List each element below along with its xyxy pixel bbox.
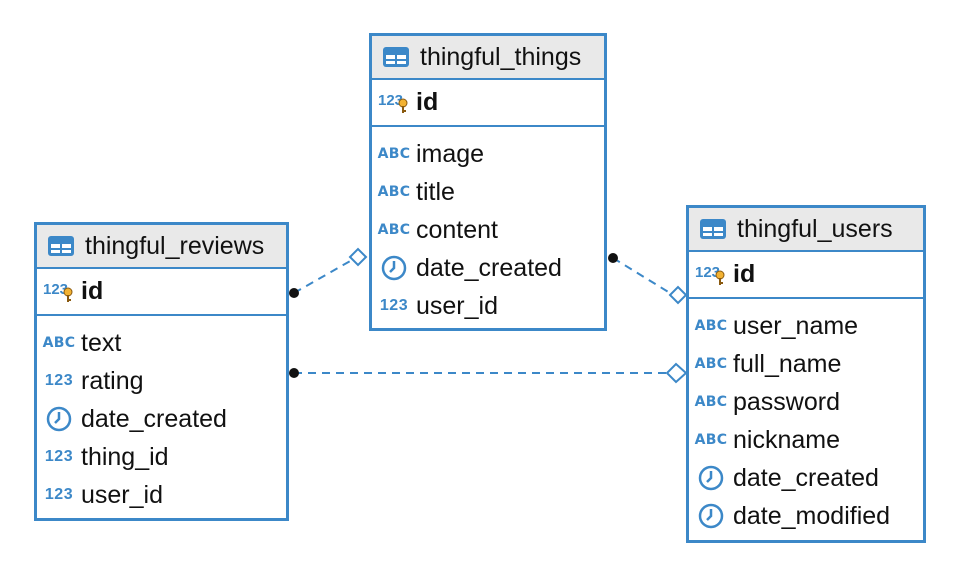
text-type-icon: ABC [42, 335, 76, 351]
table-header[interactable]: thingful_users [689, 208, 923, 252]
primary-key-icon: 123 [695, 263, 727, 287]
column-row[interactable]: ABC text [37, 324, 286, 362]
link-source-dot [289, 288, 299, 298]
primary-key-icon: 123 [43, 280, 75, 304]
column-row[interactable]: ABC user_name [689, 307, 923, 345]
column-row[interactable]: ABC content [372, 211, 604, 249]
svg-text:123: 123 [43, 281, 68, 298]
number-type-icon: 123 [44, 372, 74, 389]
table-header[interactable]: thingful_things [372, 36, 604, 80]
svg-text:123: 123 [378, 92, 403, 109]
primary-key-row[interactable]: 123 id [372, 80, 604, 127]
text-type-icon: ABC [377, 184, 411, 200]
column-name: date_created [81, 404, 227, 433]
column-name: id [733, 260, 756, 288]
number-type-icon: 123 [44, 448, 74, 465]
link-target-diamond [665, 362, 688, 384]
link-source-dot [608, 253, 618, 263]
column-row[interactable]: date_modified [689, 497, 923, 535]
column-row[interactable]: ABC title [372, 173, 604, 211]
column-name: user_id [81, 480, 163, 509]
clock-icon [695, 503, 727, 529]
column-name: thing_id [81, 442, 169, 471]
table-icon [380, 45, 412, 69]
number-type-icon: 123 [379, 297, 409, 314]
table-header[interactable]: thingful_reviews [37, 225, 286, 269]
link-target-diamond [348, 247, 368, 267]
text-type-icon: ABC [694, 356, 728, 372]
link-things-users [612, 257, 671, 294]
column-name: nickname [733, 425, 840, 454]
table-name: thingful_things [420, 42, 582, 71]
table-name: thingful_reviews [85, 231, 265, 260]
table-thingful-things[interactable]: thingful_things 123 id ABC image ABC title… [369, 33, 607, 331]
column-name: date_created [733, 463, 879, 492]
column-name: title [416, 177, 455, 206]
column-row[interactable]: date_created [37, 400, 286, 438]
column-name: date_modified [733, 501, 891, 530]
column-row[interactable]: 123 user_id [37, 476, 286, 514]
column-row[interactable]: ABC nickname [689, 421, 923, 459]
number-type-icon: 123 [44, 486, 74, 503]
column-row[interactable]: 123 user_id [372, 287, 604, 325]
column-name: user_name [733, 311, 859, 340]
clock-icon [378, 255, 410, 281]
svg-text:123: 123 [695, 264, 720, 281]
column-name: id [416, 88, 439, 116]
table-icon [697, 217, 729, 241]
primary-key-icon: 123 [378, 91, 410, 115]
text-type-icon: ABC [694, 432, 728, 448]
text-type-icon: ABC [694, 318, 728, 334]
column-name: full_name [733, 349, 842, 378]
text-type-icon: ABC [377, 146, 411, 162]
column-row[interactable]: date_created [372, 249, 604, 287]
column-row[interactable]: ABC password [689, 383, 923, 421]
column-name: user_id [416, 291, 498, 320]
column-row[interactable]: ABC full_name [689, 345, 923, 383]
column-name: content [416, 215, 499, 244]
column-name: id [81, 277, 104, 305]
table-thingful-users[interactable]: thingful_users 123 id ABC user_name ABC fu… [686, 205, 926, 543]
column-name: date_created [416, 253, 562, 282]
clock-icon [695, 465, 727, 491]
text-type-icon: ABC [377, 222, 411, 238]
table-icon [45, 234, 77, 258]
primary-key-row[interactable]: 123 id [37, 269, 286, 316]
table-name: thingful_users [737, 214, 893, 243]
link-reviews-things [293, 259, 353, 294]
text-type-icon: ABC [694, 394, 728, 410]
table-thingful-reviews[interactable]: thingful_reviews 123 id ABC text 123 ratin… [34, 222, 289, 521]
column-name: text [81, 328, 122, 357]
clock-icon [43, 406, 75, 432]
link-source-dot [289, 368, 299, 378]
column-row[interactable]: date_created [689, 459, 923, 497]
column-name: password [733, 387, 840, 416]
primary-key-row[interactable]: 123 id [689, 252, 923, 299]
column-row[interactable]: ABC image [372, 135, 604, 173]
link-target-diamond [668, 285, 688, 305]
column-row[interactable]: 123 thing_id [37, 438, 286, 476]
column-name: image [416, 139, 485, 168]
column-row[interactable]: 123 rating [37, 362, 286, 400]
column-name: rating [81, 366, 144, 395]
